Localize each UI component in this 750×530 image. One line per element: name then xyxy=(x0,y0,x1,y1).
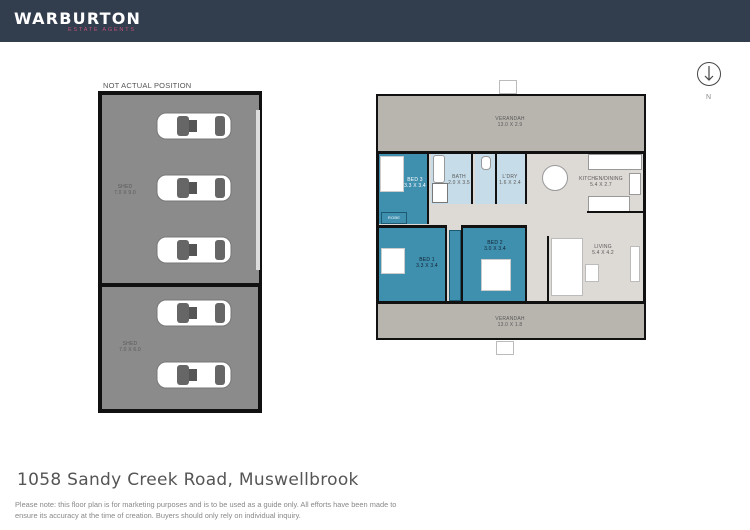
stove-icon xyxy=(629,173,641,195)
disclaimer: Please note: this floor plan is for mark… xyxy=(15,500,397,520)
north-label: N xyxy=(706,94,712,101)
sofa-icon xyxy=(551,238,583,296)
verandah-bottom xyxy=(376,302,646,340)
brand-logo: WARBURTON xyxy=(14,9,142,28)
bathtub-icon xyxy=(433,155,445,183)
shower-icon xyxy=(432,183,448,203)
header-bar: WARBURTON ESTATE AGENTS xyxy=(0,0,750,42)
car-icon xyxy=(156,236,232,264)
robe-label: ROBE xyxy=(387,215,401,220)
robe xyxy=(381,212,407,224)
stairs-bottom-icon xyxy=(496,341,514,355)
car-icon xyxy=(156,361,232,389)
stairs-top-icon xyxy=(499,80,517,94)
robe-bed-1 xyxy=(449,230,461,301)
bed-icon xyxy=(380,156,404,192)
brand-tagline: ESTATE AGENTS xyxy=(68,27,136,33)
tv-unit-icon xyxy=(630,246,640,282)
verandah-top xyxy=(376,94,646,153)
property-address: 1058 Sandy Creek Road, Muswellbrook xyxy=(17,470,359,490)
kitchen-wall xyxy=(587,211,643,213)
room-laundry xyxy=(495,154,527,204)
car-icon xyxy=(156,299,232,327)
north-arrow-icon xyxy=(697,62,721,86)
living-wall xyxy=(547,236,549,301)
coffee-table-icon xyxy=(585,264,599,282)
car-icon xyxy=(156,174,232,202)
bed-icon xyxy=(481,259,511,291)
shed-large-opening xyxy=(256,110,260,270)
car-icon xyxy=(156,112,232,140)
toilet-icon xyxy=(481,156,491,170)
position-note: NOT ACTUAL POSITION xyxy=(103,81,192,90)
dining-table-icon xyxy=(542,165,568,191)
kitchen-bench xyxy=(588,154,642,170)
bed-icon xyxy=(381,248,405,274)
